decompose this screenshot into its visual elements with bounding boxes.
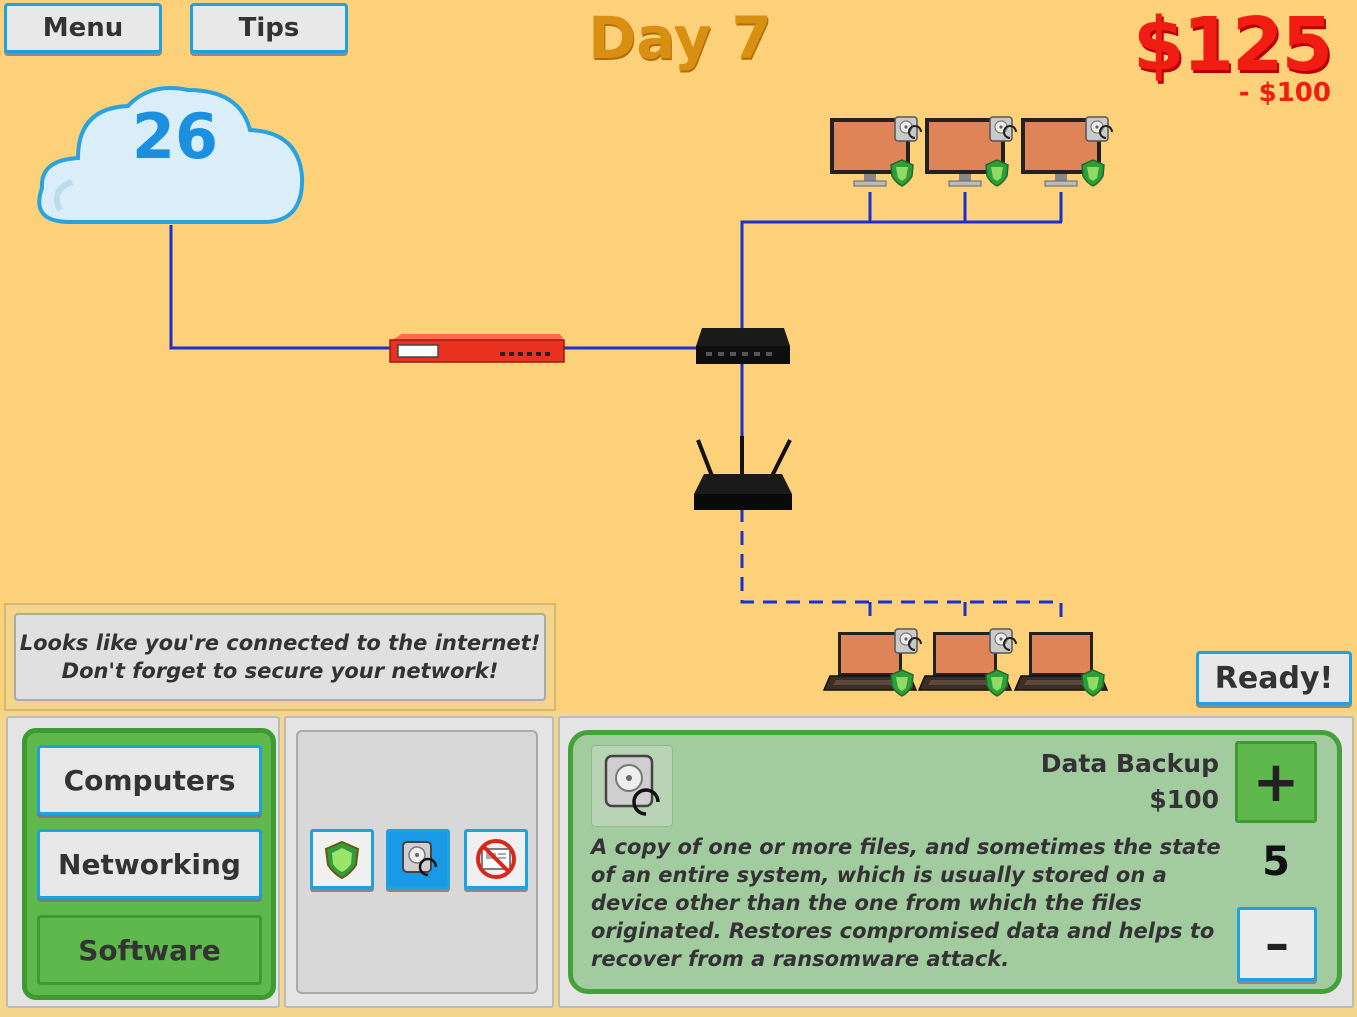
network-switch-icon bbox=[696, 328, 790, 364]
money-balance: $125 bbox=[1133, 2, 1333, 88]
category-software[interactable]: Software bbox=[37, 915, 262, 985]
wire-switch-desktops bbox=[740, 220, 1062, 330]
laptop-icon bbox=[823, 628, 922, 697]
tips-button[interactable]: Tips bbox=[190, 3, 348, 53]
message-panel: Looks like you're connected to the inter… bbox=[4, 603, 556, 711]
detail-item-name: Data Backup bbox=[1040, 749, 1219, 778]
message-line-1: Looks like you're connected to the inter… bbox=[19, 631, 541, 655]
decrease-quantity-button[interactable]: – bbox=[1237, 907, 1317, 981]
quantity-value: 5 bbox=[1262, 839, 1290, 885]
data-backup-icon bbox=[604, 754, 660, 816]
antivirus-shield-icon bbox=[324, 840, 360, 879]
item-panel bbox=[284, 716, 554, 1008]
wire-cloud-firewall bbox=[169, 225, 395, 350]
category-computers[interactable]: Computers bbox=[37, 745, 262, 815]
category-panel: Computers Networking Software bbox=[6, 716, 280, 1008]
detail-item-description: A copy of one or more files, and sometim… bbox=[591, 835, 1221, 971]
menu-button[interactable]: Menu bbox=[4, 3, 162, 53]
item-data-backup[interactable] bbox=[386, 829, 450, 889]
desktop-computer-icon bbox=[1020, 116, 1113, 187]
firewall-icon bbox=[389, 334, 565, 363]
category-networking[interactable]: Networking bbox=[37, 829, 262, 899]
ad-blocker-icon bbox=[476, 839, 516, 879]
wireless-link-laptops bbox=[740, 508, 1063, 625]
item-antivirus[interactable] bbox=[310, 829, 374, 889]
money-change: - $100 bbox=[1238, 78, 1331, 108]
detail-item-icon bbox=[591, 745, 673, 827]
internet-cloud-icon bbox=[37, 86, 305, 224]
detail-item-price: $100 bbox=[1149, 785, 1219, 814]
day-counter: Day 7 bbox=[588, 4, 772, 72]
laptop-icon bbox=[1014, 631, 1108, 697]
desktop-computer-icon bbox=[924, 116, 1017, 187]
increase-quantity-button[interactable]: + bbox=[1235, 741, 1317, 823]
item-ad-blocker[interactable] bbox=[464, 829, 528, 889]
ready-button[interactable]: Ready! bbox=[1196, 651, 1352, 705]
data-backup-icon bbox=[402, 841, 438, 877]
message-text: Looks like you're connected to the inter… bbox=[14, 613, 546, 701]
desktop-computer-icon bbox=[829, 116, 922, 187]
network-diagram bbox=[37, 86, 1113, 697]
detail-panel: Data Backup $100 A copy of one or more f… bbox=[558, 716, 1354, 1008]
wire-desktop-drops bbox=[868, 192, 1063, 222]
cloud-threat-counter: 26 bbox=[131, 100, 219, 173]
message-line-2: Don't forget to secure your network! bbox=[61, 659, 499, 683]
laptop-icon bbox=[918, 628, 1017, 697]
wireless-router-icon bbox=[694, 436, 792, 510]
